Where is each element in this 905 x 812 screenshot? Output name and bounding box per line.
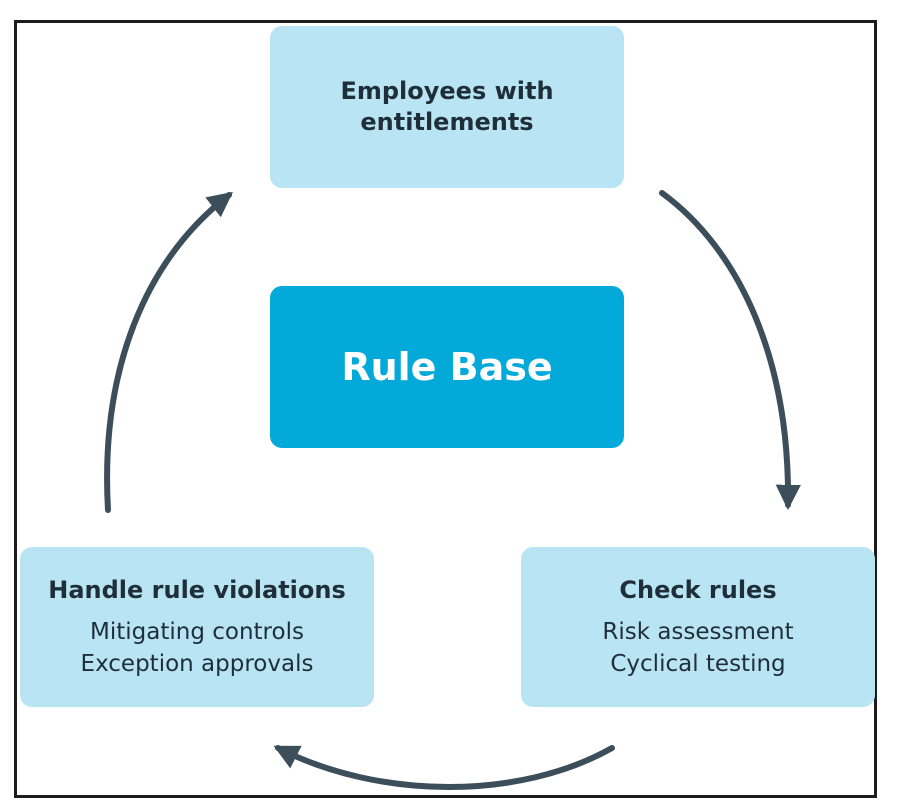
node-check-rules: Check rules Risk assessment Cyclical tes… [521, 547, 875, 707]
node-rule-base: Rule Base [270, 286, 624, 448]
arrow-right-to-left [273, 745, 615, 790]
node-title: Employees with entitlements [340, 77, 554, 136]
node-detail: Cyclical testing [610, 650, 786, 677]
node-detail: Mitigating controls [90, 618, 304, 645]
arrow-top-to-right [659, 190, 801, 511]
node-title: Handle rule violations [48, 575, 346, 604]
node-handle-rule-violations: Handle rule violations Mitigating contro… [20, 547, 374, 707]
arrow-left-to-top [104, 191, 233, 513]
node-title: Rule Base [341, 345, 553, 389]
node-detail: Risk assessment [602, 618, 794, 645]
node-detail: Exception approvals [80, 650, 314, 677]
node-employees-with-entitlements: Employees with entitlements [270, 26, 624, 188]
node-title: Check rules [619, 575, 777, 604]
